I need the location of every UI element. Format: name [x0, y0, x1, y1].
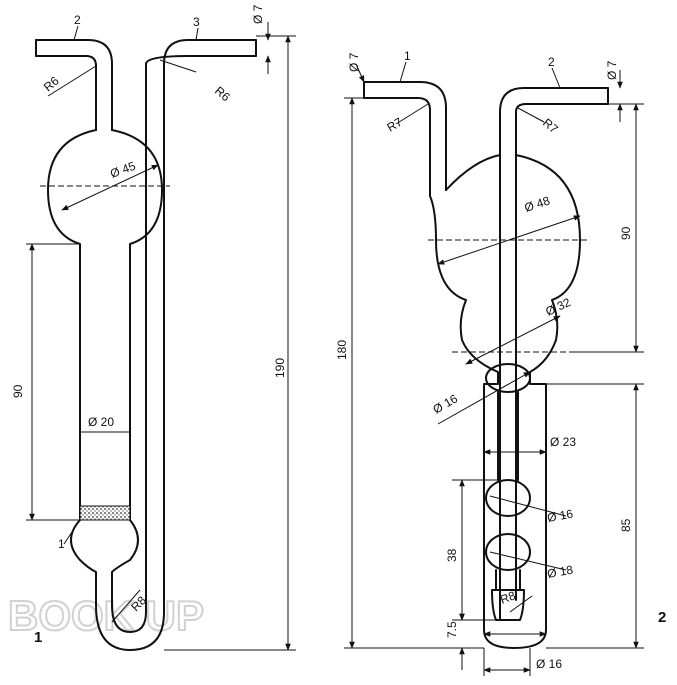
fig1-number: 1: [34, 629, 42, 646]
fig1-dim-r6: R6: [41, 74, 62, 95]
fig2-dim-neck: Ø 16: [431, 391, 461, 416]
fig2-dim-pipe-right: Ø 7: [605, 60, 619, 80]
fig2-part-1: 1: [404, 49, 411, 63]
fig2-dim-bulb: Ø 48: [523, 193, 552, 214]
fig1-dim-tube: Ø 20: [88, 415, 114, 429]
fig1-dim-90: 90: [11, 384, 25, 398]
fig2-dim-7-5: 7.5: [445, 621, 459, 638]
watermark: BOOK UP: [7, 591, 205, 640]
fig2-left-pipe: [363, 81, 447, 197]
fig1-part-3: 3: [193, 15, 200, 29]
fig1-dim-bulb: Ø 45: [108, 159, 138, 181]
fig1-dim-r6b: R6: [212, 84, 233, 105]
fig2-part-2: 2: [548, 55, 555, 69]
fig2-dim-pipe-left: Ø 7: [347, 52, 361, 72]
fig2-dim-bulb2: Ø 32: [543, 295, 573, 319]
figure-2: 1 2 Ø 7 Ø 7 R7 R7 Ø 48 Ø 32 Ø 16 Ø 23 Ø …: [335, 49, 666, 676]
fig2-dim-180: 180: [335, 340, 349, 360]
fig1-inlet-pipe: [35, 39, 113, 131]
fig1-part-2: 2: [74, 13, 81, 27]
fig1-dim-pipe: Ø 7: [251, 4, 265, 24]
fig2-dim-38: 38: [445, 548, 459, 562]
fig2-dim-r7-right: R7: [540, 116, 561, 137]
fig2-dim-tube: Ø 23: [550, 435, 576, 449]
fig1-inlet-pipe-inner: [35, 55, 97, 131]
fig2-number: 2: [658, 609, 666, 626]
fig1-part-1: 1: [58, 537, 65, 551]
fig2-dim-85: 85: [619, 518, 633, 532]
fig1-frit-filter: [79, 505, 131, 521]
fig1-bottom-bulb: [70, 39, 257, 651]
fig2-right-pipe: [499, 87, 609, 621]
fig2-dim-90: 90: [619, 226, 633, 240]
fig2-dim-ball2: Ø 18: [546, 563, 574, 581]
watermark-text: BOOK UP: [8, 592, 204, 639]
fig2-main-bulb: [429, 154, 581, 649]
fig2-dim-bottom: Ø 16: [536, 657, 562, 671]
fig2-dim-ball1: Ø 16: [546, 507, 574, 525]
fig2-dim-r7-left: R7: [385, 115, 406, 135]
figure-1: 2 3 1 R6 R6 Ø 45 Ø 20 R8 90 190 Ø 7 1: [11, 4, 296, 651]
fig1-dim-190: 190: [273, 358, 287, 378]
fig2-dim-r8: R8: [498, 588, 518, 607]
fig1-bulb: [47, 129, 163, 521]
fig2-inner-balls: [485, 363, 531, 621]
